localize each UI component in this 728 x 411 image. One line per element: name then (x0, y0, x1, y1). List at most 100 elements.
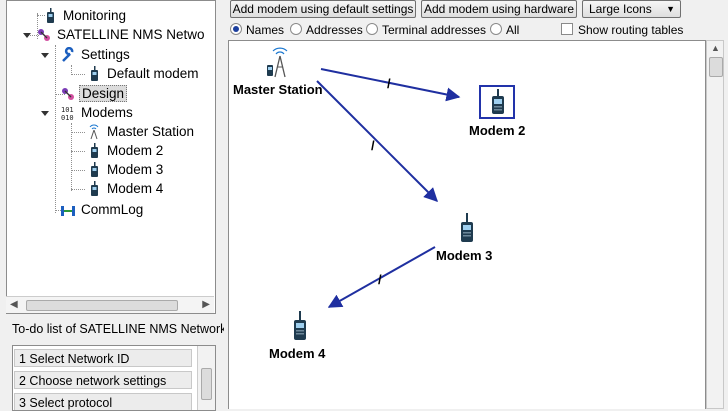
scroll-thumb[interactable] (709, 57, 723, 77)
link-mark: / (378, 272, 382, 287)
tree-item-modem-4[interactable]: Modem 4 (87, 180, 165, 198)
tree-line (27, 35, 39, 36)
modem-icon (91, 143, 98, 158)
tree-item-label: Modem 2 (107, 143, 164, 158)
radio-names[interactable]: Names (230, 22, 284, 38)
radio-label: All (506, 23, 520, 37)
view-mode-value: Large Icons (589, 2, 652, 16)
add-modem-default-button[interactable]: Add modem using default settings (230, 0, 416, 18)
expand-arrow-icon[interactable] (41, 53, 49, 58)
tree-item-default-modem[interactable]: Default modem (87, 65, 201, 83)
radio-label: Names (246, 23, 285, 37)
network-icon (38, 29, 50, 41)
tree-item-label: Design (79, 85, 128, 102)
radio-dot (490, 23, 502, 35)
tree-item-design[interactable]: Design (61, 85, 128, 103)
todo-item[interactable]: 2 Choose network settings (14, 371, 192, 389)
tree-item-modem-3[interactable]: Modem 3 (87, 161, 165, 179)
modem-icon (91, 66, 98, 81)
tree-item-commlog[interactable]: CommLog (61, 201, 145, 219)
tree-item-label: SATELLINE NMS Netwo (57, 27, 205, 42)
view-mode-select[interactable]: Large Icons ▼ (582, 0, 681, 18)
commlog-icon (61, 206, 75, 216)
network-tree[interactable]: Monitoring SATELLINE NMS Netwo Settings … (6, 0, 216, 314)
node-label-master-station[interactable]: Master Station (233, 82, 323, 97)
tree-item-master-station[interactable]: Master Station (87, 123, 196, 141)
node-modem-2-selection[interactable] (479, 85, 515, 119)
tree-line (71, 189, 85, 190)
link-modem3-modem4[interactable]: / (327, 246, 436, 308)
radio-label: Terminal addresses (382, 23, 487, 37)
tree-item-settings[interactable]: Settings (61, 46, 132, 64)
modem-icon (492, 89, 504, 114)
modem-icon[interactable] (293, 311, 307, 341)
link-arrow (316, 80, 438, 202)
tree-line (71, 65, 72, 75)
tree-item-modem-2[interactable]: Modem 2 (87, 142, 165, 160)
radio-all[interactable]: All (490, 22, 519, 38)
expand-arrow-icon[interactable] (41, 111, 49, 116)
network-design-canvas[interactable]: / / / Master Station (228, 40, 706, 409)
scroll-thumb[interactable] (201, 368, 212, 400)
link-arrow (320, 68, 461, 102)
tree-line (37, 13, 38, 39)
tree-horizontal-scrollbar[interactable]: ◀ ▶ (6, 296, 214, 313)
svg-text:101: 101 (61, 106, 74, 114)
link-mark: / (371, 138, 375, 153)
tree-item-label: CommLog (81, 202, 144, 217)
radio-dot (230, 23, 242, 35)
tree-item-network[interactable]: SATELLINE NMS Netwo (37, 26, 207, 44)
wrench-icon (62, 47, 74, 62)
tree-line (71, 132, 85, 133)
expand-arrow-icon[interactable] (23, 33, 31, 38)
scroll-up-icon[interactable]: ▲ (711, 43, 720, 53)
link-mark: / (387, 76, 391, 91)
left-panel: Monitoring SATELLINE NMS Netwo Settings … (0, 0, 226, 411)
scroll-thumb[interactable] (26, 300, 178, 311)
modem-icon (91, 181, 98, 196)
design-panel: Add modem using default settings Add mod… (224, 0, 728, 409)
node-label-modem-4[interactable]: Modem 4 (269, 346, 326, 361)
show-routing-tables-checkbox[interactable]: Show routing tables (561, 22, 683, 38)
tree-line (71, 151, 85, 152)
node-label-modem-2[interactable]: Modem 2 (469, 123, 526, 138)
checkbox-label: Show routing tables (578, 23, 684, 37)
radio-addresses[interactable]: Addresses (290, 22, 363, 38)
link-arrow (327, 246, 436, 308)
svg-text:010: 010 (61, 114, 74, 121)
tree-item-label: Modem 4 (107, 181, 164, 196)
todo-item[interactable]: 1 Select Network ID (14, 349, 192, 367)
canvas-vertical-scrollbar[interactable]: ▲ (706, 40, 724, 409)
tree-item-label: Monitoring (63, 8, 127, 23)
tree-line (37, 15, 45, 16)
todo-title: To-do list of SATELLINE NMS Network (12, 322, 227, 336)
tree-line (71, 74, 85, 75)
radio-dot (366, 23, 378, 35)
link-master-modem3[interactable]: / (316, 80, 438, 202)
modem-icon (91, 162, 98, 177)
modem-icon[interactable] (460, 213, 474, 243)
antenna-icon (89, 124, 99, 140)
antenna-icon[interactable] (265, 43, 295, 79)
radio-label: Addresses (306, 23, 363, 37)
scroll-left-icon[interactable]: ◀ (10, 299, 18, 310)
tree-line (55, 45, 56, 213)
tree-item-label: Default modem (107, 66, 199, 81)
tree-item-monitoring[interactable]: Monitoring (43, 7, 128, 25)
add-modem-hardware-button[interactable]: Add modem using hardware (421, 0, 577, 18)
tree-line (71, 123, 72, 191)
todo-item[interactable]: 3 Select protocol (14, 393, 192, 410)
radio-terminal-addresses[interactable]: Terminal addresses (366, 22, 486, 38)
tree-line (55, 210, 65, 211)
tree-line (71, 170, 85, 171)
scroll-right-icon[interactable]: ▶ (202, 299, 210, 310)
chevron-down-icon: ▼ (666, 4, 675, 14)
node-label-modem-3[interactable]: Modem 3 (436, 248, 493, 263)
tree-item-label: Modem 3 (107, 162, 164, 177)
link-master-modem2[interactable]: / (320, 68, 461, 102)
todo-list[interactable]: 1 Select Network ID 2 Choose network set… (12, 345, 216, 411)
todo-scrollbar[interactable] (197, 346, 215, 410)
tree-line (55, 94, 65, 95)
